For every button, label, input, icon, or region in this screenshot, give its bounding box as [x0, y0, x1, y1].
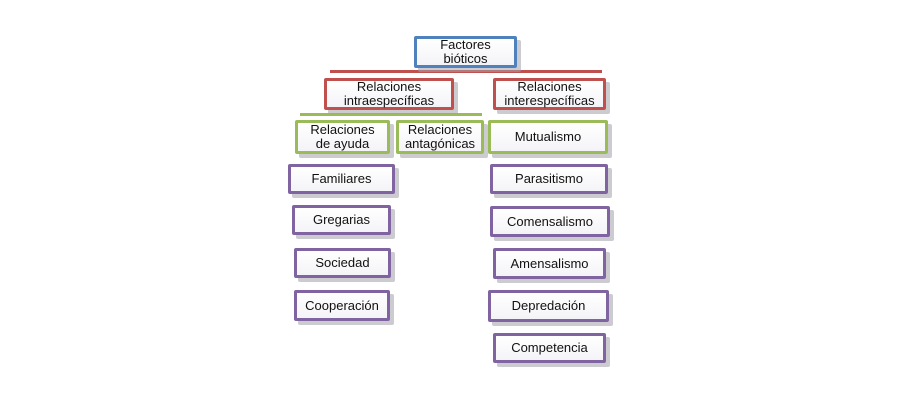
node-relaciones-antagonicas: Relaciones antagónicas: [396, 120, 484, 154]
node-sociedad: Sociedad: [294, 248, 391, 278]
node-relaciones-interespecificas: Relaciones interespecíficas: [493, 78, 606, 110]
connector-intra: [300, 113, 482, 116]
node-comensalismo: Comensalismo: [490, 206, 610, 237]
node-competencia: Competencia: [493, 333, 606, 363]
node-factores-bioticos: Factores bióticos: [414, 36, 517, 68]
node-familiares: Familiares: [288, 164, 395, 194]
connector-root: [330, 70, 602, 73]
node-relaciones-intraespecificas: Relaciones intraespecíficas: [324, 78, 454, 110]
node-parasitismo: Parasitismo: [490, 164, 608, 194]
node-depredacion: Depredación: [488, 290, 609, 322]
node-amensalismo: Amensalismo: [493, 248, 606, 279]
node-gregarias: Gregarias: [292, 205, 391, 235]
node-cooperacion: Cooperación: [294, 290, 390, 321]
node-relaciones-de-ayuda: Relaciones de ayuda: [295, 120, 390, 154]
node-mutualismo: Mutualismo: [488, 120, 608, 154]
